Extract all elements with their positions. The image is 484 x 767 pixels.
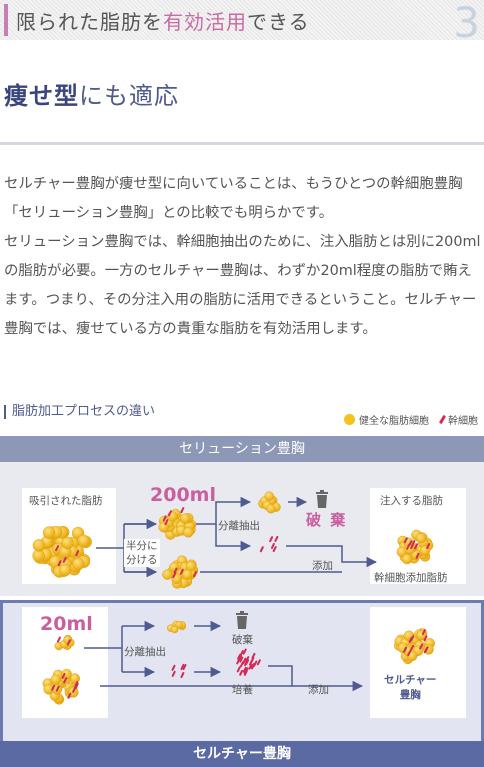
stem-added-fat-cells [396, 529, 434, 565]
celture-result-panel [370, 607, 466, 718]
extracted-fat-cells [258, 491, 281, 514]
injection-fat-cells [42, 668, 80, 705]
legend-fat-label: 健全な脂肪細胞 [359, 416, 429, 427]
aspirated-label: 吸引された脂肪 [29, 495, 103, 507]
celture-extracted-fat [167, 620, 186, 634]
diagram-title: 脂肪加工プロセスの違い [4, 405, 155, 419]
celture-result-label: セルチャー 豊胸 [384, 674, 437, 701]
divider [0, 142, 484, 145]
legend-stem-label: 幹細胞 [448, 416, 478, 427]
title-highlight: 有効活用 [163, 10, 247, 34]
fat-cell-icon [344, 414, 355, 425]
celture-extract-label: 分離抽出 [124, 646, 166, 658]
split-half-bottom [162, 555, 199, 589]
section-number: 3 [453, 0, 480, 47]
result-label: 幹細胞添加脂肪 [374, 572, 448, 584]
legend: 健全な脂肪細胞 幹細胞 [344, 412, 478, 427]
paragraph-1: セルチャー豊胸が痩せ型に向いていることは、もうひとつの幹細胞豊胸「セリューション… [4, 176, 463, 221]
title-text-end: できる [247, 10, 310, 34]
cellution-header: セリューション豊胸 [0, 436, 484, 462]
amount-200ml: 200ml [150, 484, 216, 506]
amount-20ml: 20ml [40, 613, 93, 635]
header-accent-bar [4, 4, 8, 36]
split-half-top [158, 507, 197, 540]
celture-add-label: 添加 [308, 684, 329, 696]
paragraph-2: セリューション豊胸では、幹細胞抽出のために、注入脂肪とは別に200mlの脂肪が必… [4, 234, 481, 337]
celture-discard-label: 破棄 [232, 634, 253, 646]
culture-label: 培養 [232, 684, 253, 696]
add-label: 添加 [312, 560, 333, 572]
inject-label: 注入する脂肪 [380, 495, 443, 507]
small-fat-sample [54, 634, 75, 651]
section-title: 限られた脂肪を有効活用できる [16, 6, 310, 35]
extract-label: 分離抽出 [218, 520, 260, 532]
cultured-stem-cells [236, 648, 261, 676]
section-header: 限られた脂肪を有効活用できる 3 [0, 0, 484, 47]
trash-icon [316, 490, 328, 508]
subtitle-bold: 痩せ型 [4, 82, 79, 110]
body-text: セルチャー豊胸が痩せ型に向いていることは、もうひとつの幹細胞豊胸「セリューション… [4, 170, 482, 344]
discard-label: 破 棄 [306, 511, 348, 529]
subtitle: 痩せ型にも適応 [4, 76, 179, 111]
subtitle-rest: にも適応 [79, 82, 179, 110]
extracted-stem-cells [259, 535, 279, 553]
celture-result-cells [394, 628, 435, 665]
title-text: 限られた脂肪を [16, 10, 163, 34]
celture-source-panel [22, 607, 108, 718]
celture-footer: セルチャー豊胸 [0, 741, 484, 767]
split-label: 半分に 分ける [124, 539, 160, 567]
aspirated-fat-cells [32, 525, 92, 578]
trash-icon-2 [236, 611, 248, 629]
celture-extracted-stem [171, 663, 187, 679]
